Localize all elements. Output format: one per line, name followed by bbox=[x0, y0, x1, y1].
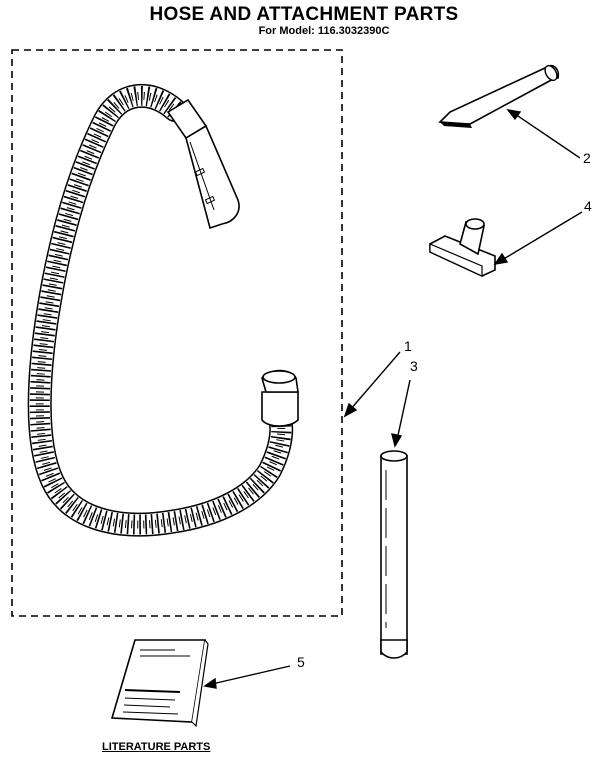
hose-assembly-boundary bbox=[11, 49, 343, 617]
hose-cuff[interactable] bbox=[261, 369, 299, 427]
callout-3: 3 bbox=[410, 358, 418, 374]
upholstery-tool[interactable] bbox=[429, 218, 496, 277]
model-line: For Model: 116.3032390C bbox=[258, 25, 390, 37]
literature-booklet[interactable] bbox=[110, 639, 209, 728]
callout-4: 4 bbox=[584, 198, 592, 214]
extension-wand[interactable] bbox=[380, 450, 408, 659]
callout-2: 2 bbox=[583, 150, 591, 166]
leader-lines bbox=[203, 109, 583, 689]
callout-5: 5 bbox=[297, 654, 305, 670]
hose[interactable] bbox=[27, 83, 294, 537]
literature-parts-label: LITERATURE PARTS bbox=[102, 741, 211, 753]
page-title: HOSE AND ATTACHMENT PARTS bbox=[149, 4, 459, 25]
callout-1: 1 bbox=[404, 338, 412, 354]
hose-handle[interactable] bbox=[166, 98, 240, 230]
crevice-tool[interactable] bbox=[438, 64, 560, 128]
